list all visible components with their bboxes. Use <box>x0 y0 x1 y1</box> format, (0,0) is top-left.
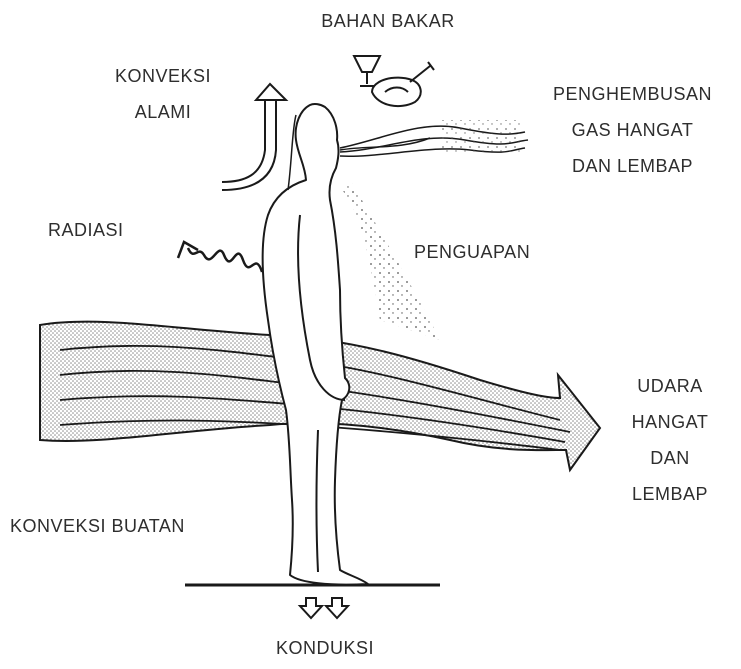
label-exhale-2: GAS HANGAT <box>540 116 725 144</box>
label-natural-convection-1: KONVEKSI <box>98 62 228 90</box>
cup-icon <box>354 56 380 86</box>
label-conduction: KONDUKSI <box>255 634 395 662</box>
label-forced-convection: KONVEKSI BUATAN <box>10 512 185 540</box>
label-exhale-3: DAN LEMBAP <box>540 152 725 180</box>
label-fuel: BAHAN BAKAR <box>318 7 458 35</box>
down-arrow-icon <box>300 598 348 618</box>
label-natural-convection-2: ALAMI <box>98 98 228 126</box>
label-exhale-1: PENGHEMBUSAN <box>540 80 725 108</box>
wavy-radiation-arrow-icon <box>178 242 262 272</box>
label-radiation: RADIASI <box>48 216 124 244</box>
label-warm-air-3: DAN <box>615 444 725 472</box>
exhale-spray <box>440 120 520 155</box>
roast-chicken-icon <box>372 62 434 106</box>
label-warm-air-4: LEMBAP <box>615 480 725 508</box>
label-warm-air-2: HANGAT <box>615 408 725 436</box>
label-warm-air-1: UDARA <box>615 372 725 400</box>
up-arrow-icon <box>222 84 296 190</box>
label-evaporation: PENGUAPAN <box>414 238 530 266</box>
